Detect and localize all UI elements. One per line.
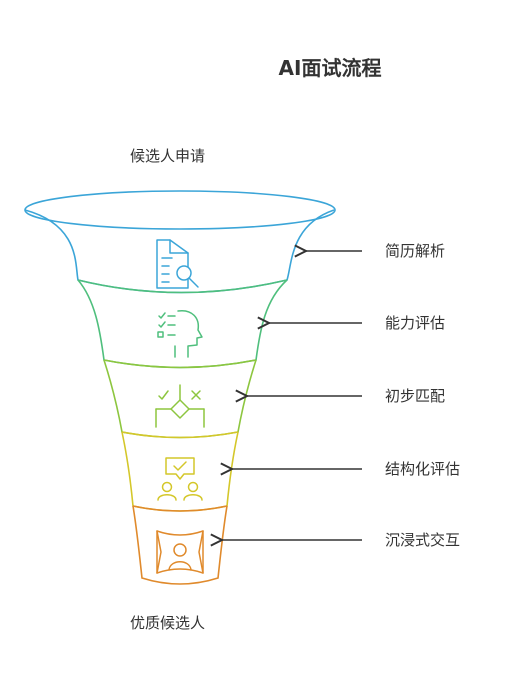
decision-match-icon (155, 384, 205, 428)
diagram-title: AI面试流程 (278, 56, 382, 80)
presentation-people-icon (157, 457, 203, 501)
stage-label-immersive-interaction: 沉浸式交互 (385, 531, 461, 549)
stage-label-initial-match: 初步匹配 (385, 387, 446, 405)
stage-label-resume-parsing: 简历解析 (385, 242, 446, 260)
funnel-segment-4 (121, 431, 239, 512)
stage-label-ability-assessment: 能力评估 (385, 314, 446, 332)
funnel-input-label: 候选人申请 (130, 147, 206, 165)
funnel-output-label: 优质候选人 (130, 614, 206, 632)
funnel-segment-5 (132, 505, 228, 585)
user-frame-icon (156, 530, 204, 574)
mind-checklist-icon (157, 310, 203, 358)
stage-label-structured-assessment: 结构化评估 (385, 460, 461, 478)
funnel-segment-2 (77, 279, 288, 369)
document-search-icon (156, 239, 199, 289)
